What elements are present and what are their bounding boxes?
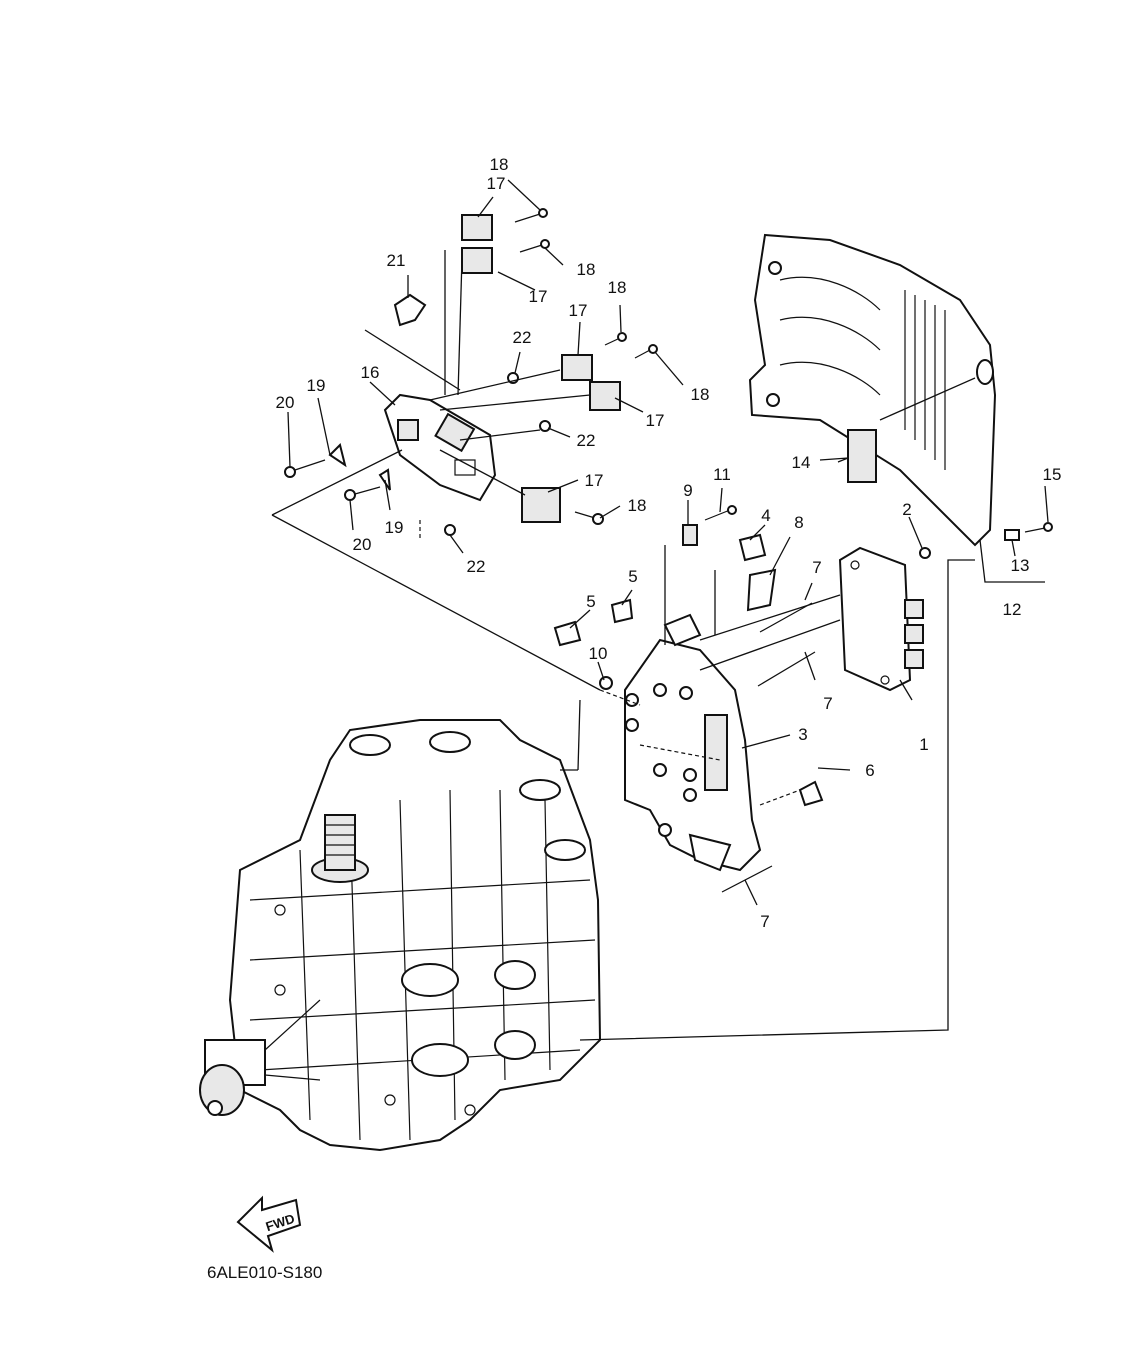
callout-15: 15 (1043, 465, 1062, 484)
callout-22c: 22 (467, 557, 486, 576)
callout-14: 14 (792, 453, 811, 472)
callout-4: 4 (761, 506, 770, 525)
callout-17b: 17 (529, 287, 548, 306)
callout-9: 9 (683, 481, 692, 500)
callout-7b: 7 (823, 694, 832, 713)
callout-13: 13 (1011, 556, 1030, 575)
callout-18e: 18 (628, 496, 647, 515)
electrical-bracket (624, 613, 762, 872)
engine-block (199, 719, 602, 1152)
callout-20b: 20 (353, 535, 372, 554)
callout-19a: 19 (307, 376, 326, 395)
relay-holder (383, 393, 497, 502)
relays (461, 214, 621, 523)
callout-5a: 5 (628, 567, 637, 586)
callout-6: 6 (865, 761, 874, 780)
callout-8: 8 (794, 513, 803, 532)
callout-20a: 20 (276, 393, 295, 412)
clamps (328, 293, 824, 893)
callout-labels: 1 2 3 4 5 5 6 7 7 7 8 9 10 11 12 13 14 1… (276, 155, 1062, 931)
callout-17c: 17 (569, 301, 588, 320)
callout-17e: 17 (585, 471, 604, 490)
callout-22a: 22 (513, 328, 532, 347)
callout-1: 1 (919, 735, 928, 754)
fwd-arrow-icon: FWD (236, 1195, 302, 1253)
callout-18b: 18 (577, 260, 596, 279)
callout-22b: 22 (577, 431, 596, 450)
callout-18a: 18 (490, 155, 509, 174)
callout-17a: 17 (487, 174, 506, 193)
callout-7c: 7 (760, 912, 769, 931)
callout-19b: 19 (385, 518, 404, 537)
callout-2: 2 (902, 500, 911, 519)
callout-18c: 18 (608, 278, 627, 297)
callout-3: 3 (798, 725, 807, 744)
diagram-code: 6ALE010-S180 (207, 1263, 322, 1282)
callout-18d: 18 (691, 385, 710, 404)
electrical-cover (748, 233, 997, 547)
engine-control-module (838, 546, 924, 692)
callout-12: 12 (1003, 600, 1022, 619)
leader-lines (271, 179, 1049, 1041)
callout-5b: 5 (586, 592, 595, 611)
callout-10: 10 (589, 644, 608, 663)
callout-17d: 17 (646, 411, 665, 430)
callout-16: 16 (361, 363, 380, 382)
callout-21: 21 (387, 251, 406, 270)
callout-11: 11 (713, 465, 731, 484)
callout-7a: 7 (812, 558, 821, 577)
